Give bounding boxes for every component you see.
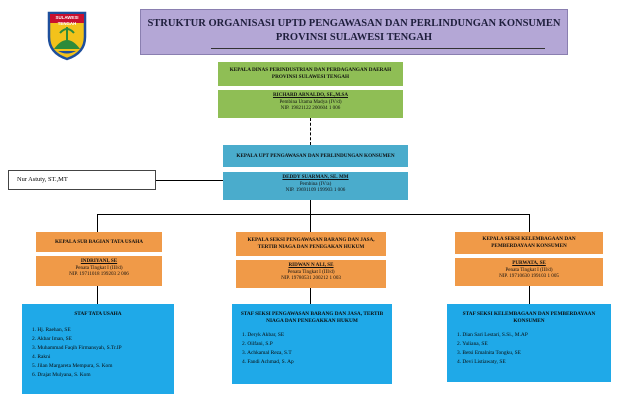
kadis-person: RICHARD ARNALDO, SE.,M.SA Pembina Utama … [218,90,403,118]
branch-drop-3 [529,214,530,232]
side-staff-box: Nur Astuty, ST.,MT [8,170,156,190]
kadis-name: RICHARD ARNALDO, SE.,M.SA [273,92,348,98]
list-item: 2. Oilfani, S.P [242,340,273,347]
list-item: 3. Betsi Emalnita Tongku, SE [457,349,521,356]
list-item: 1. Hj. Raehan, SE [32,326,71,333]
col2-nip: NIP. 19780531 200212 1 003 [281,275,341,281]
col2-staff-box: STAF SEKSI PENGAWASAN BARANG DAN JASA, T… [232,304,392,384]
col1-staff-box: STAF TATA USAHA 1. Hj. Raehan, SE 2. Akb… [22,304,174,394]
col1-staff-list: 1. Hj. Raehan, SE 2. Akbar Iman, SE 3. M… [22,318,174,385]
col2-person: RIDWAN N ALI, SE Penata Tingkat I (III/d… [236,260,386,288]
col3-staff-box: STAF SEKSI KELEMBAGAAN DAN PEMBERDAYAAN … [447,304,611,382]
kaupt-rank: Pembina (IV/a) [299,180,332,187]
col1-link [97,286,98,304]
col2-header: KEPALA SEKSI PENGAWASAN BARANG DAN JASA,… [236,232,386,256]
kaupt-name: DEDDY SUARMAN, SE. MM [282,174,349,180]
list-item: 2. Akbar Iman, SE [32,335,72,342]
col2-staff-header: STAF SEKSI PENGAWASAN BARANG DAN JASA, T… [240,311,384,324]
branch-drop-1 [97,214,98,232]
list-item: 6. Drajat Mulyana, S. Kom [32,371,91,378]
col3-link [529,286,530,304]
col2-link [310,288,311,304]
col3-staff-header: STAF SEKSI KELEMBAGAAN DAN PEMBERDAYAAN … [462,311,596,324]
list-item: 3. Muhammad Faqih Firmansyah, S.Tr.IP [32,344,122,351]
kaupt-header: KEPALA UPT PENGAWASAN DAN PERLINDUNGAN K… [223,145,408,167]
col3-staff-list: 1. Dian Sari Lestari, S.Si., M.AP 2. Yul… [447,325,611,372]
kaupt-nip: NIP. 19691109 199903 1 006 [285,187,346,193]
branch-drop-2 [310,214,311,232]
title-line-2: PROVINSI SULAWESI TENGAH [275,32,433,43]
col2-name: RIDWAN N ALI, SE [288,262,334,268]
kaupt-person: DEDDY SUARMAN, SE. MM Pembina (IV/a) NIP… [223,172,408,200]
kadis-nip: NIP. 19821122 200604 1 006 [280,105,341,111]
province-emblem: SULAWESI TENGAH [46,9,88,61]
col1-header: KEPALA SUB BAGIAN TATA USAHA [36,232,162,252]
list-item: 3. Achkamal Reza, S.T [242,349,292,356]
col3-header: KEPALA SEKSI KELEMBAGAAN DAN PEMBERDAYAA… [455,232,603,254]
col3-name: PURWATA, SE [512,260,546,266]
col2-staff-list: 1. Deryk Akbar, SE 2. Oilfani, S.P 3. Ac… [232,325,392,372]
col1-name: INDRIYANI, SE [80,258,118,264]
col3-person: PURWATA, SE Penata Tingkat I (III/d) NIP… [455,258,603,286]
col2-rank: Penata Tingkat I (III/d) [287,268,335,275]
list-item: 4. Rakni [32,353,51,360]
title-underline [211,48,545,49]
list-item: 2. Yuliana, SE [457,340,488,347]
col1-staff-header: STAF TATA USAHA [74,311,122,317]
kadis-header: KEPALA DINAS PERINDUSTRIAN DAN PERDAGANG… [218,62,403,86]
title-line-1: STRUKTUR ORGANISASI UPTD PENGAWASAN DAN … [147,18,561,29]
kadis-dotted-link [310,118,311,145]
list-item: 1. Deryk Akbar, SE [242,331,285,338]
trunk-line [310,200,311,214]
col3-rank: Penata Tingkat I (III/d) [505,266,553,273]
list-item: 1. Dian Sari Lestari, S.Si., M.AP [457,331,528,338]
col1-rank: Penata Tingkat I (III/d) [75,264,123,271]
col3-nip: NIP. 19710630 199103 1 005 [499,273,559,279]
emblem-text: SULAWESI TENGAH [55,15,79,26]
col1-nip: NIP. 19711018 199203 2 006 [69,271,129,277]
chart-title: STRUKTUR ORGANISASI UPTD PENGAWASAN DAN … [140,9,568,55]
list-item: 5. Jilan Margareta Mempura, S. Kom [32,362,113,369]
col1-person: INDRIYANI, SE Penata Tingkat I (III/d) N… [36,256,162,286]
list-item: 4. Fandi Achmad, S. Ap [242,358,294,365]
side-staff-connector [156,180,223,181]
list-item: 4. Devi Listiawaty, SE [457,358,506,365]
kadis-rank: Pembina Utama Madya (IV/d) [279,98,342,105]
branch-line [97,214,529,215]
